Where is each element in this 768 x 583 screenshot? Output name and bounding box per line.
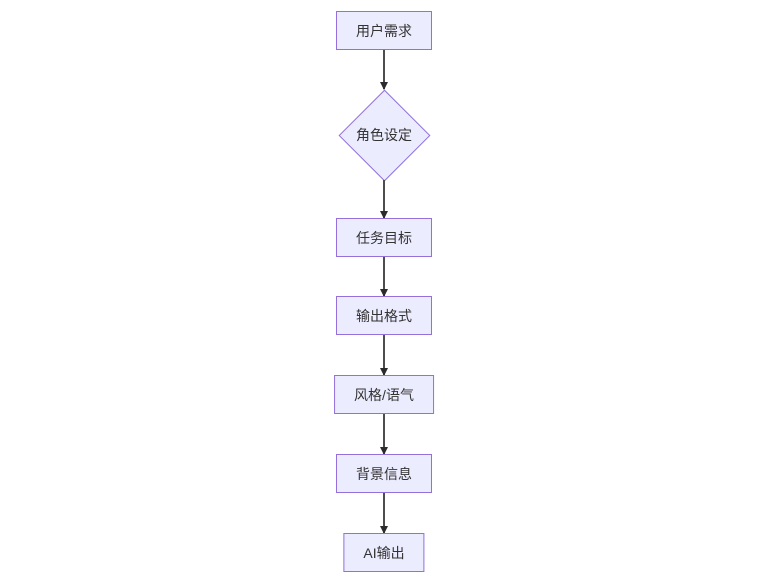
node-style-tone-label: 风格/语气 — [354, 386, 414, 403]
node-user-requirement-label: 用户需求 — [356, 22, 412, 39]
node-task-goal: 任务目标 — [336, 218, 432, 257]
node-background-info: 背景信息 — [336, 454, 432, 493]
edge-arrow-3 — [383, 257, 385, 296]
node-ai-output: AI输出 — [343, 533, 425, 572]
node-role-setting-label: 角色设定 — [356, 127, 412, 143]
node-output-format-label: 输出格式 — [356, 307, 412, 324]
node-style-tone: 风格/语气 — [334, 375, 434, 414]
node-task-goal-label: 任务目标 — [356, 229, 412, 246]
node-role-setting: 角色设定 — [338, 89, 431, 182]
edge-arrow-4 — [383, 335, 385, 375]
edge-arrow-2 — [383, 180, 385, 218]
edge-arrow-6 — [383, 493, 385, 533]
node-ai-output-label: AI输出 — [363, 544, 405, 561]
edge-arrow-1 — [383, 50, 385, 89]
edge-arrow-5 — [383, 414, 385, 454]
node-user-requirement: 用户需求 — [336, 11, 432, 50]
node-output-format: 输出格式 — [336, 296, 432, 335]
node-background-info-label: 背景信息 — [356, 465, 412, 482]
